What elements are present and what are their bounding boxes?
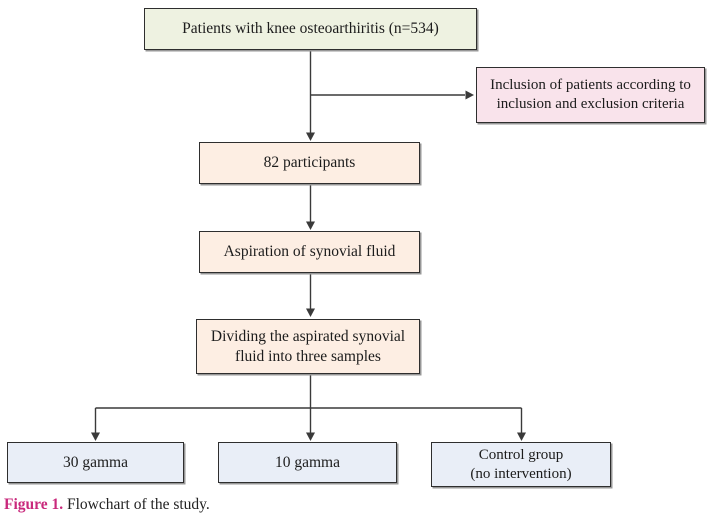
figure-caption: Figure 1. Flowchart of the study. xyxy=(4,496,210,514)
node-inclusion-criteria: Inclusion of patients according to inclu… xyxy=(476,67,705,123)
node-10-gamma: 10 gamma xyxy=(218,442,397,483)
arrowhead-right-icon xyxy=(465,90,474,100)
figure-caption-text: Flowchart of the study. xyxy=(63,496,210,513)
arrowhead-down-icon xyxy=(306,221,315,230)
arrowhead-down-icon xyxy=(306,432,315,441)
node-dividing-samples: Dividing the aspirated synovial fluid in… xyxy=(196,319,420,374)
node-participants: 82 participants xyxy=(199,142,420,184)
node-patients: Patients with knee osteoarthiritis (n=53… xyxy=(144,8,477,50)
arrowhead-down-icon xyxy=(91,432,100,441)
node-30-gamma: 30 gamma xyxy=(7,442,184,483)
node-control-group: Control group (no intervention) xyxy=(431,442,611,487)
arrowhead-down-icon xyxy=(517,432,526,441)
figure-caption-label: Figure 1. xyxy=(4,496,64,513)
arrowhead-down-icon xyxy=(306,132,315,141)
arrowhead-down-icon xyxy=(306,308,315,317)
node-aspiration: Aspiration of synovial fluid xyxy=(199,231,420,273)
